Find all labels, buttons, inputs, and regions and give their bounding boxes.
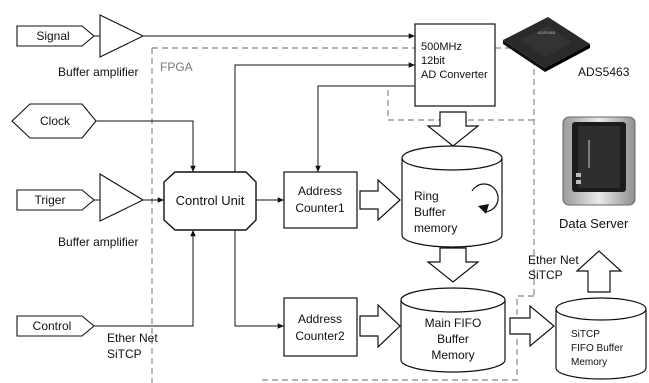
trigger-input: Triger <box>16 189 95 211</box>
fpga-label: FPGA <box>160 60 193 74</box>
fpga-boundary-bottom <box>258 295 534 381</box>
svg-text:Ring: Ring <box>414 189 439 203</box>
line-cu-counter2 <box>234 230 284 329</box>
arrow-fifo-to-sitcp <box>509 304 555 348</box>
svg-text:Buffer: Buffer <box>414 205 446 219</box>
svg-text:Control: Control <box>33 319 72 333</box>
ring-buffer-memory: Ring Buffer memory <box>401 145 503 248</box>
arrow-ring-to-fifo <box>426 247 480 283</box>
arrow-counter1-to-ring <box>359 178 401 222</box>
svg-text:Control Unit: Control Unit <box>176 193 245 208</box>
data-server-label: Data Server <box>559 216 629 231</box>
ethernet-left-line2: SiTCP <box>107 347 142 361</box>
svg-text:memory: memory <box>414 221 457 235</box>
svg-text:Triger: Triger <box>35 193 66 207</box>
line-control-cu <box>94 230 196 327</box>
arrow-counter2-to-fifo <box>359 303 401 349</box>
svg-text:AD Converter: AD Converter <box>421 69 488 81</box>
adc-block: 500MHz 12bit AD Converter <box>414 23 496 107</box>
signal-input: Signal <box>16 25 95 47</box>
svg-text:Memory: Memory <box>571 357 607 368</box>
svg-text:Counter2: Counter2 <box>295 329 345 343</box>
sitcp-fifo-memory: SiTCP FIFO Buffer Memory <box>555 297 647 380</box>
arrow-up-to-server <box>575 250 623 293</box>
address-counter1: Address Counter1 <box>283 171 358 229</box>
buffer-amplifier-bottom-label: Buffer amplifier <box>58 235 138 249</box>
adc-chip-label: ADS5463 <box>578 65 630 79</box>
clock-input: Clock <box>11 103 97 139</box>
svg-text:500MHz: 500MHz <box>421 41 462 53</box>
svg-text:FIFO Buffer: FIFO Buffer <box>571 343 624 354</box>
svg-text:SiTCP: SiTCP <box>571 329 600 340</box>
svg-text:12bit: 12bit <box>421 55 445 67</box>
svg-text:Address: Address <box>298 312 342 326</box>
svg-text:ADS5463: ADS5463 <box>538 30 556 35</box>
svg-text:Counter1: Counter1 <box>295 201 345 215</box>
arrow-adc-to-ring <box>426 111 480 147</box>
fpga-boundary-inner <box>387 90 534 121</box>
buffer-amplifier-bottom-triangle <box>99 173 145 222</box>
ethernet-right-line1: Ether Net <box>528 253 579 267</box>
svg-text:Clock: Clock <box>40 114 71 128</box>
svg-text:Memory: Memory <box>431 348 474 362</box>
main-fifo-memory: Main FIFO Buffer Memory <box>400 287 506 373</box>
control-unit: Control Unit <box>163 171 257 231</box>
ring-rotation-icon <box>471 183 499 213</box>
svg-text:Buffer: Buffer <box>437 332 469 346</box>
svg-text:Address: Address <box>298 184 342 198</box>
line-cu-adc <box>234 62 415 172</box>
data-server-image <box>562 116 636 206</box>
buffer-amplifier-top-triangle <box>99 14 145 58</box>
ethernet-left-line1: Ether Net <box>107 331 158 345</box>
line-clock-cu <box>96 120 196 172</box>
ethernet-right-line2: SiTCP <box>528 268 563 282</box>
fpga-boundary <box>151 47 535 383</box>
control-input: Control <box>16 315 95 337</box>
svg-text:Main FIFO: Main FIFO <box>425 316 482 330</box>
line-adc-counter1 <box>315 85 415 172</box>
svg-text:Signal: Signal <box>36 29 69 43</box>
buffer-amplifier-top-label: Buffer amplifier <box>58 65 138 79</box>
address-counter2: Address Counter2 <box>283 297 358 357</box>
ads5463-chip-image: ADS5463 <box>503 17 590 72</box>
